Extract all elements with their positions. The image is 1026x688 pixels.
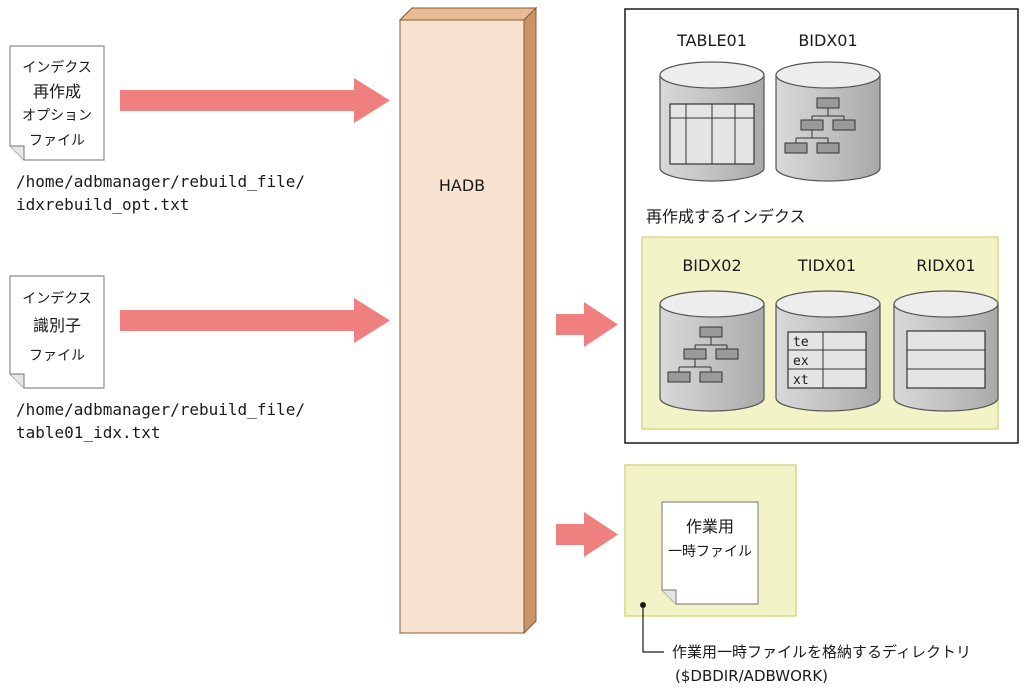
option-file-label-line: オプション — [22, 108, 92, 124]
option-file-label-line: インデクス — [22, 59, 92, 76]
option-file-path: idxrebuild_opt.txt — [16, 195, 189, 214]
id-file-label: インデクス 識別子 ファイル — [22, 290, 92, 364]
arrow-option-to-hadb — [120, 78, 390, 123]
bidx01-label: BIDX01 — [798, 31, 857, 50]
work-file-label-line: 一時ファイル — [668, 544, 752, 560]
option-file-path: /home/adbmanager/rebuild_file/ — [16, 172, 305, 191]
btree-index-cylinder-icon — [659, 290, 765, 412]
id-file-path: /home/adbmanager/rebuild_file/ — [16, 400, 305, 419]
tidx01-label: TIDX01 — [797, 256, 856, 275]
ridx01-label: RIDX01 — [916, 256, 975, 275]
option-file-label: インデクス 再作成 オプション ファイル — [22, 59, 92, 149]
text-index-row: xt — [793, 373, 809, 388]
btree-index-cylinder-icon — [775, 61, 881, 182]
table-cylinder-icon — [659, 61, 765, 182]
option-file-icon — [9, 45, 105, 161]
hadb-block — [398, 6, 538, 635]
hadb-label: HADB — [439, 176, 485, 195]
id-file-label-line: インデクス — [22, 290, 92, 307]
table01-label: TABLE01 — [676, 31, 747, 50]
text-index-row: ex — [793, 354, 809, 369]
option-file-label-line: ファイル — [29, 133, 85, 149]
arrow-hadb-to-workdir — [556, 512, 618, 557]
id-file-label-line: ファイル — [29, 348, 85, 364]
range-index-cylinder-icon — [893, 290, 999, 412]
arrow-hadb-to-database — [556, 302, 618, 347]
id-file-label-line: 識別子 — [33, 316, 81, 335]
arrow-id-to-hadb — [120, 298, 390, 343]
option-file-label-line: 再作成 — [33, 82, 81, 101]
work-directory-leader — [640, 602, 664, 653]
work-directory-path: ($DBDIR/ADBWORK) — [675, 667, 828, 685]
rebuild-indexes-caption: 再作成するインデクス — [646, 207, 806, 226]
id-file-icon — [9, 275, 105, 389]
work-file-label-line: 作業用 — [686, 517, 734, 536]
text-index-cylinder-icon: te ex xt — [775, 290, 881, 412]
id-file-path: table01_idx.txt — [16, 423, 161, 442]
work-directory-caption: 作業用一時ファイルを格納するディレクトリ — [672, 643, 971, 661]
text-index-row: te — [793, 335, 809, 350]
bidx02-label: BIDX02 — [682, 256, 741, 275]
work-file-icon — [661, 501, 759, 605]
